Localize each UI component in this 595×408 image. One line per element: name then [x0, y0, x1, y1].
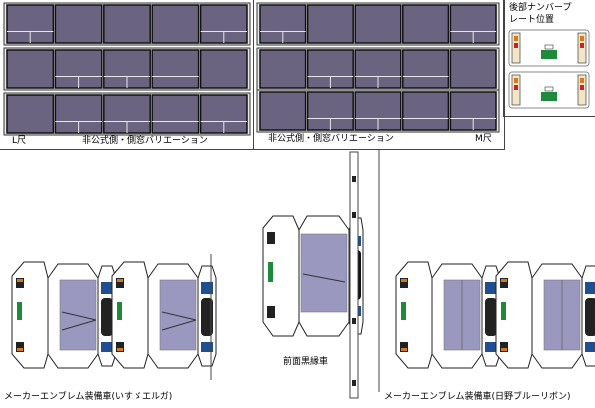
window-strips-right	[256, 2, 500, 133]
sheet-left-size-label: L尺	[12, 136, 27, 146]
sheet-right-panel	[253, 0, 505, 150]
caption-isuzu: メーカーエンブレム装備車(いすゞエルガ)	[4, 392, 173, 402]
window-strip-icon	[256, 47, 500, 91]
rear-plate-icon	[508, 71, 590, 109]
rear-plate-panel	[503, 0, 595, 117]
caption-hino: メーカーエンブレム装備車(日野ブルーリボン)	[384, 392, 571, 402]
rear-plate-icon	[508, 29, 590, 109]
sheet-left-caption: 非公式側・側窓バリエーション	[82, 136, 208, 146]
window-strip-icon	[3, 47, 251, 91]
window-strips-left	[3, 2, 251, 136]
sheet-right-caption: 非公式側・側窓バリエーション	[268, 134, 394, 144]
bus-front-icon	[11, 261, 117, 369]
caption-black-front: 前面黒縁車	[283, 357, 329, 367]
rear-plate-title-line1: 後部ナンバープ	[509, 3, 572, 13]
window-strip-icon	[3, 92, 251, 136]
rear-pillar	[349, 151, 359, 399]
window-strip-icon	[3, 2, 251, 46]
rear-plate-title-line2: レート位置	[509, 15, 555, 25]
window-strip-icon	[256, 2, 500, 46]
bus-front-icon	[262, 215, 364, 337]
sheet-right-size-label: M尺	[475, 134, 492, 144]
bus-front-icon	[111, 261, 217, 369]
window-strip-icon	[256, 89, 500, 133]
rear-plate-icon	[508, 29, 590, 67]
bus-front-icon	[395, 261, 501, 369]
bus-front-icon	[495, 261, 595, 369]
